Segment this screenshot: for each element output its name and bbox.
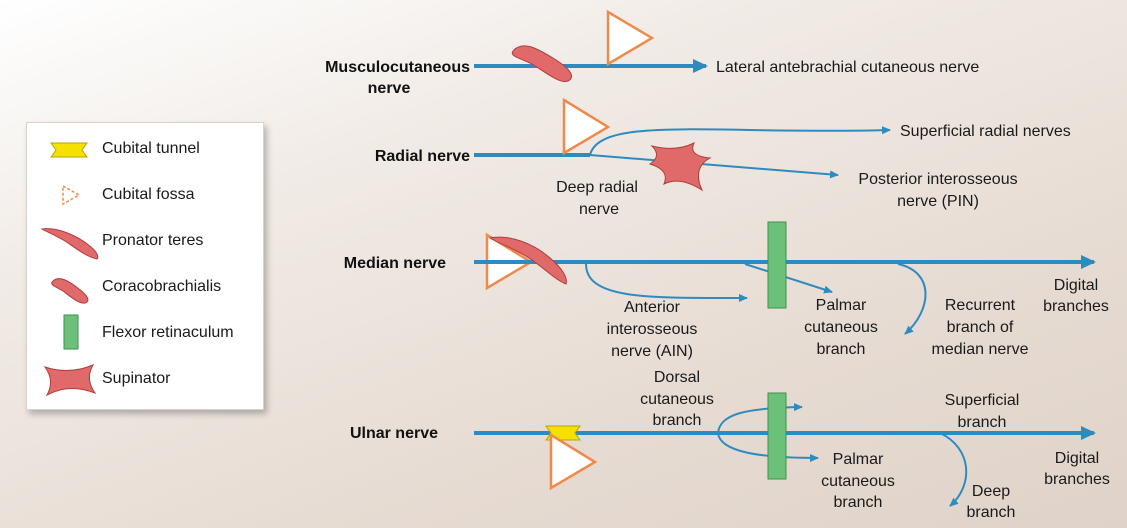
- dorsal-label-3: branch: [653, 412, 702, 429]
- palmar-median-label-3: branch: [817, 341, 866, 358]
- palmar-cutaneous-branch-median: [744, 263, 833, 294]
- ulnar-nerve-row: Ulnar nerve Dorsal cutaneous branch Supe…: [350, 369, 1110, 521]
- cubital-fossa-marker: [606, 9, 655, 67]
- recurrent-branch: [897, 263, 927, 335]
- palmar-ulnar-label-3: branch: [834, 494, 883, 511]
- pronator-teres-icon: [40, 228, 99, 260]
- deep-branch-ulnar: [939, 432, 968, 507]
- musculocutaneous-label-2: nerve: [368, 80, 411, 97]
- dorsal-label-2: cutaneous: [640, 391, 714, 408]
- lateral-antebrachial-label: Lateral antebrachial cutaneous nerve: [716, 59, 979, 76]
- flexor-retinaculum-icon: [63, 314, 79, 350]
- recurrent-label-2: branch of: [947, 319, 1014, 336]
- legend-item-supinator: Supinator: [27, 359, 263, 399]
- ain-branch: [585, 263, 748, 303]
- ulnar-nerve-label: Ulnar nerve: [350, 425, 438, 442]
- flexor-retinaculum-median: [767, 221, 787, 309]
- cubital-fossa-icon: [62, 184, 81, 206]
- legend-label-coracobrachialis: Coracobrachialis: [102, 278, 222, 295]
- palmar-median-label-2: cutaneous: [804, 319, 878, 336]
- cubital-fossa-marker-ulnar: [549, 432, 598, 491]
- deep-ulnar-label-2: branch: [967, 504, 1016, 521]
- digital-ulnar-label-1: Digital: [1055, 450, 1099, 467]
- palmar-ulnar-label-1: Palmar: [833, 451, 884, 468]
- palmar-median-label-1: Palmar: [816, 297, 867, 314]
- digital-median-label-2: branches: [1043, 298, 1109, 315]
- radial-nerve-label: Radial nerve: [375, 148, 470, 165]
- supinator-shape: [648, 141, 712, 192]
- palmar-ulnar-label-2: cutaneous: [821, 473, 895, 490]
- deep-radial-label-2: nerve: [579, 201, 619, 218]
- cubital-fossa-marker-radial: [562, 97, 611, 156]
- legend-label-supinator: Supinator: [102, 370, 171, 387]
- deep-radial-label-1: Deep radial: [556, 179, 638, 196]
- cubital-tunnel-icon: [50, 142, 88, 158]
- legend-box: Cubital tunnel Cubital fossa Pronator te…: [26, 122, 264, 410]
- pronator-teres-shape: [488, 236, 567, 285]
- supinator-icon: [43, 363, 97, 397]
- legend-item-pronator-teres: Pronator teres: [27, 221, 263, 261]
- superficial-radial-label: Superficial radial nerves: [900, 123, 1071, 140]
- median-nerve-row: Median nerve Anterior interosseous nerve…: [344, 221, 1109, 360]
- ain-label-3: nerve (AIN): [611, 343, 693, 360]
- legend-label-cubital-fossa: Cubital fossa: [102, 186, 195, 203]
- median-nerve-label: Median nerve: [344, 255, 446, 272]
- posterior-interosseous-branch: [589, 154, 839, 179]
- superficial-ulnar-label-2: branch: [958, 414, 1007, 431]
- pin-label-1: Posterior interosseous: [858, 171, 1017, 188]
- ain-label-1: Anterior: [624, 299, 681, 316]
- recurrent-label-3: median nerve: [932, 341, 1029, 358]
- pin-label-2: nerve (PIN): [897, 193, 979, 210]
- legend-item-flexor-retinaculum: Flexor retinaculum: [27, 313, 263, 353]
- palmar-cutaneous-branch-ulnar: [717, 432, 819, 462]
- coracobrachialis-shape: [511, 45, 572, 83]
- legend-item-cubital-tunnel: Cubital tunnel: [27, 129, 263, 169]
- legend-label-cubital-tunnel: Cubital tunnel: [102, 140, 200, 157]
- deep-ulnar-label-1: Deep: [972, 483, 1010, 500]
- musculocutaneous-nerve-row: Musculocutaneous nerve Lateral antebrach…: [325, 9, 979, 97]
- ain-label-2: interosseous: [607, 321, 698, 338]
- superficial-radial-branch: [589, 126, 891, 156]
- legend-label-flexor-retinaculum: Flexor retinaculum: [102, 324, 234, 341]
- digital-ulnar-label-2: branches: [1044, 471, 1110, 488]
- coracobrachialis-icon: [51, 278, 89, 304]
- recurrent-label-1: Recurrent: [945, 297, 1016, 314]
- superficial-ulnar-label-1: Superficial: [945, 392, 1020, 409]
- digital-median-label-1: Digital: [1054, 277, 1098, 294]
- legend-label-pronator-teres: Pronator teres: [102, 232, 204, 249]
- musculocutaneous-label: Musculocutaneous: [325, 59, 470, 76]
- legend-item-coracobrachialis: Coracobrachialis: [27, 267, 263, 307]
- flexor-retinaculum-ulnar: [767, 392, 787, 480]
- dorsal-cutaneous-branch: [717, 403, 803, 434]
- radial-nerve-row: Radial nerve Superficial radial nerves D…: [375, 97, 1071, 218]
- dorsal-label-1: Dorsal: [654, 369, 700, 386]
- legend-item-cubital-fossa: Cubital fossa: [27, 175, 263, 215]
